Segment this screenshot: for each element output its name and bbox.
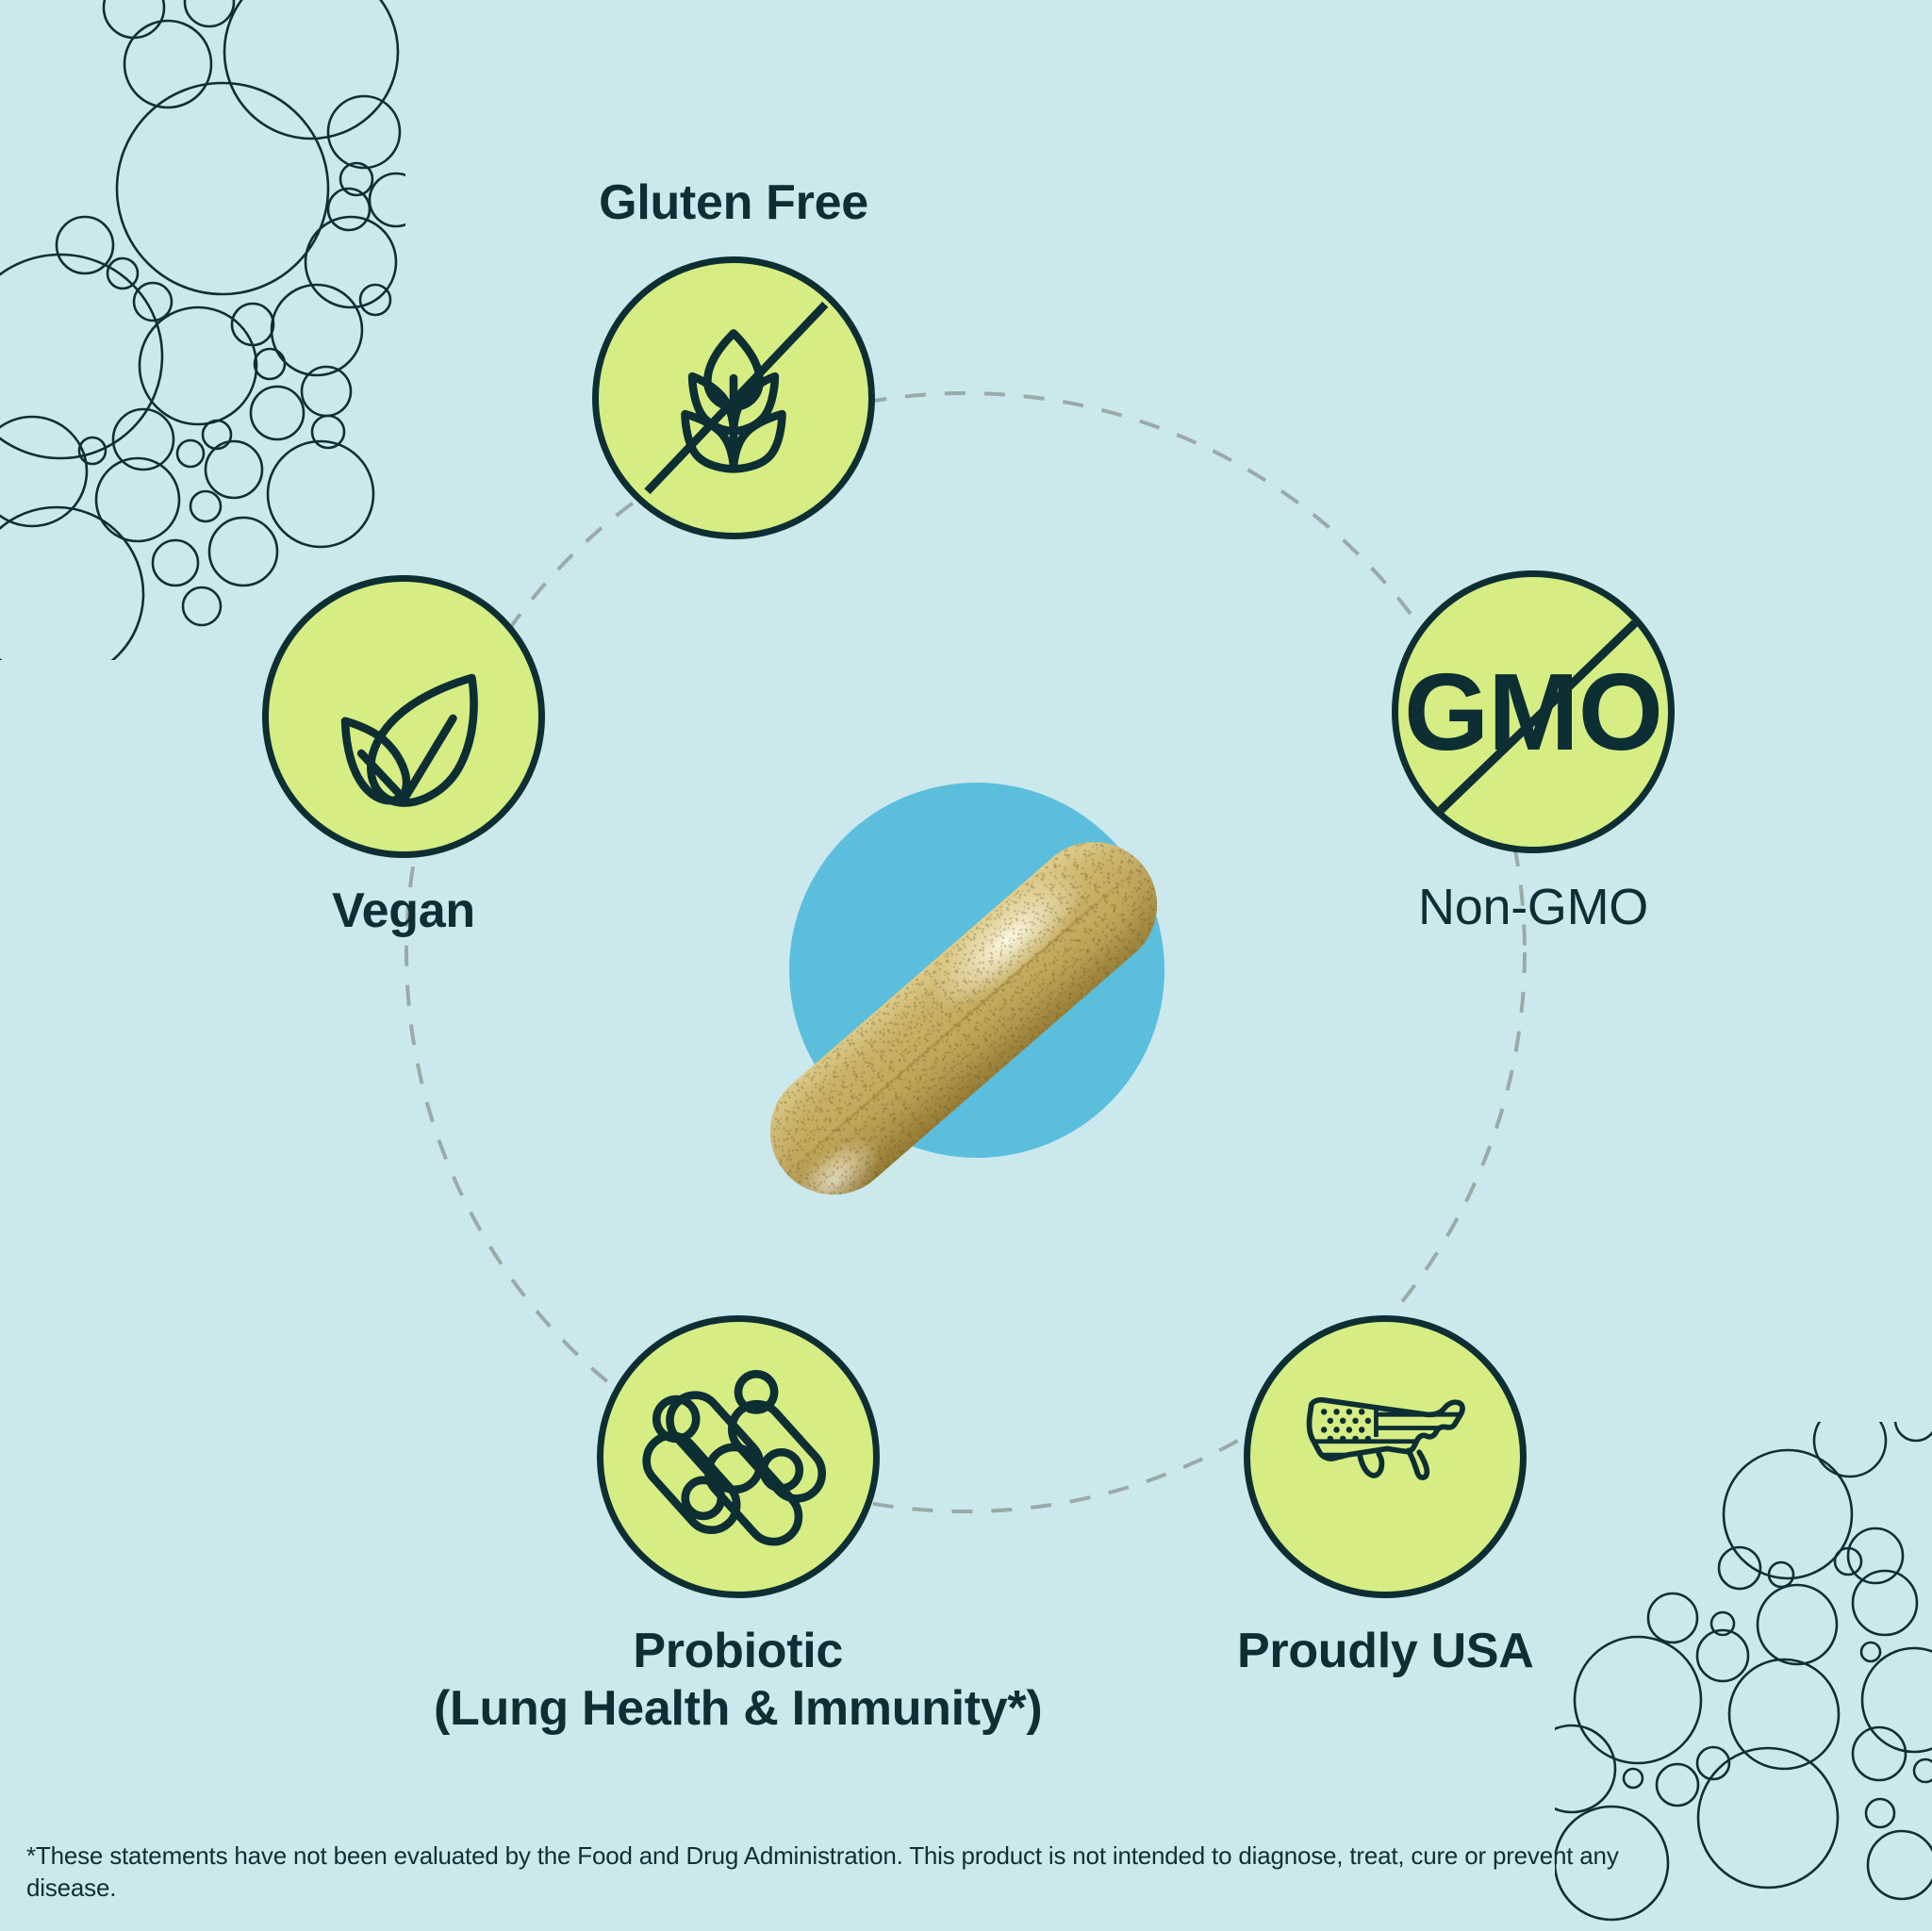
badge-vegan[interactable]: Vegan [262, 575, 545, 940]
bubble-pattern-top-left [0, 0, 405, 660]
proudly-usa-badge-circle [1244, 1315, 1527, 1598]
badge-label-probiotic: Probiotic (Lung Health & Immunity*) [434, 1623, 1043, 1739]
badge-label-probiotic-line1: Probiotic [633, 1624, 844, 1678]
badge-label-proudly-usa: Proudly USA [1237, 1624, 1534, 1678]
badge-label-probiotic-line2: (Lung Health & Immunity*) [434, 1681, 1043, 1737]
probiotic-badge-circle [596, 1315, 880, 1598]
gmo-crossed-out-icon [1432, 613, 1645, 818]
usa-map-flag-icon [1306, 1396, 1466, 1480]
badge-label-gluten-free: Gluten Free [599, 175, 868, 230]
badge-probiotic[interactable]: Probiotic (Lung Health & Immunity*) [434, 1315, 1043, 1739]
badge-gluten-free[interactable]: Gluten Free [592, 174, 875, 540]
badge-label-vegan: Vegan [332, 883, 475, 938]
badge-proudly-usa[interactable]: Proudly USA [1237, 1315, 1534, 1680]
badge-non-gmo[interactable]: GMO Non-GMO [1392, 570, 1675, 938]
capsule-seam-line [784, 863, 1143, 1175]
product-capsule-visual [700, 754, 1228, 1282]
wheat-stalk-crossed-out-icon [644, 302, 829, 495]
vegan-badge-circle [262, 575, 545, 858]
badge-label-non-gmo: Non-GMO [1418, 879, 1648, 935]
supplement-capsule-image [744, 816, 1183, 1221]
capsule-rotation-wrapper [591, 646, 1336, 1391]
probiotic-bacteria-icon [642, 1370, 826, 1546]
two-leaves-icon [340, 673, 478, 807]
gluten-free-badge-circle [592, 256, 875, 540]
non-gmo-badge-circle: GMO [1392, 570, 1675, 853]
disclaimer-footnote: *These statements have not been evaluate… [26, 1841, 1619, 1903]
